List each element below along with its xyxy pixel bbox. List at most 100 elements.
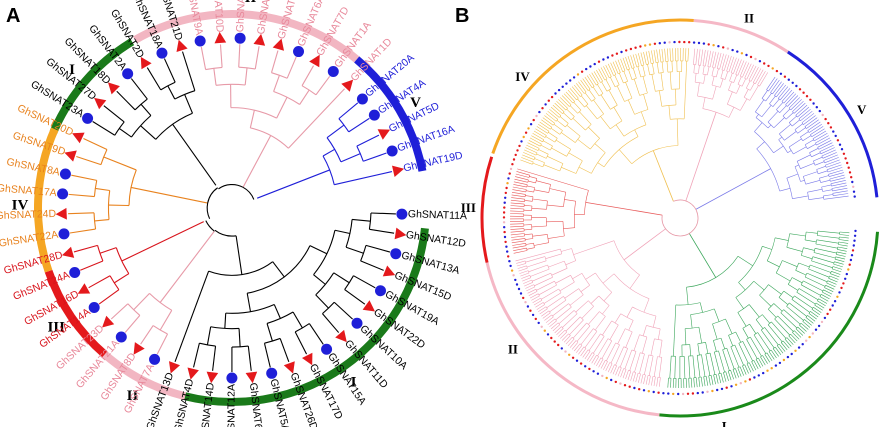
tree-branch bbox=[543, 302, 545, 305]
tree-branch bbox=[163, 58, 176, 83]
tree-branch bbox=[584, 190, 589, 215]
tree-branch bbox=[766, 89, 769, 92]
ring-marker bbox=[638, 388, 641, 391]
tree-branch bbox=[746, 363, 752, 373]
tree-branch bbox=[646, 325, 661, 330]
tree-branch bbox=[643, 51, 647, 65]
leaf-marker-triangle bbox=[394, 227, 407, 240]
tree-branch bbox=[546, 296, 564, 308]
tree-branch bbox=[630, 371, 634, 381]
tree-branch bbox=[561, 132, 576, 143]
ring-marker bbox=[593, 62, 596, 66]
tree-branch bbox=[301, 65, 314, 86]
tree-branch bbox=[572, 101, 575, 104]
tree-branch bbox=[737, 366, 741, 368]
ring-marker bbox=[534, 317, 537, 321]
tree-branch bbox=[565, 91, 575, 102]
leaf-label: GhSNAT24D bbox=[0, 208, 57, 222]
tree-branch bbox=[544, 314, 552, 321]
tree-branch bbox=[816, 165, 826, 170]
clade-arc-ii bbox=[133, 10, 360, 63]
tree-branch bbox=[559, 331, 568, 339]
tree-branch bbox=[510, 228, 525, 230]
tree-branch bbox=[607, 338, 612, 342]
tree-branch bbox=[804, 239, 817, 243]
tree-branch bbox=[804, 319, 812, 326]
ring-marker bbox=[620, 50, 623, 54]
tree-branch bbox=[629, 274, 640, 289]
tree-branch bbox=[767, 110, 779, 123]
tree-branch bbox=[786, 337, 794, 345]
clade-arc bbox=[485, 262, 660, 417]
tree-branch bbox=[795, 262, 799, 271]
tree-branch bbox=[549, 299, 567, 313]
ring-marker bbox=[730, 385, 733, 388]
tree-branch bbox=[803, 247, 815, 251]
tree-branch bbox=[709, 51, 714, 68]
tree-branch bbox=[640, 111, 647, 125]
clade-label: II bbox=[245, 0, 257, 6]
tree-branch bbox=[825, 164, 827, 168]
tree-branch bbox=[564, 330, 567, 333]
ring-marker bbox=[579, 362, 583, 365]
clade-arc-ii bbox=[102, 351, 187, 401]
ring-marker bbox=[818, 109, 821, 113]
tree-branch bbox=[563, 93, 574, 104]
tree-branch bbox=[590, 295, 600, 304]
tree-branch bbox=[565, 260, 576, 266]
ring-marker bbox=[502, 221, 506, 224]
tree-branch bbox=[588, 89, 596, 99]
tree-branch bbox=[545, 113, 557, 122]
tree-branch bbox=[722, 349, 730, 371]
tree-branch bbox=[622, 57, 628, 71]
tree-branch bbox=[694, 73, 697, 83]
tree-branch bbox=[511, 197, 525, 200]
tree-branch bbox=[590, 138, 600, 150]
tree-branch bbox=[510, 207, 524, 210]
tree-branch bbox=[797, 106, 810, 118]
tree-branch bbox=[822, 189, 833, 192]
tree-branch bbox=[512, 245, 527, 249]
tree-branch bbox=[345, 246, 364, 254]
tree-branch bbox=[774, 315, 778, 320]
tree-branch bbox=[309, 245, 328, 255]
tree-branch bbox=[140, 125, 157, 140]
tree-branch bbox=[762, 355, 768, 364]
tree-branch bbox=[556, 100, 567, 111]
tree-branch bbox=[95, 187, 110, 192]
tree-branch bbox=[648, 50, 652, 64]
tree-branch bbox=[770, 79, 780, 93]
tree-branch bbox=[554, 281, 557, 286]
tree-branch bbox=[516, 263, 526, 267]
ring-marker bbox=[568, 353, 571, 356]
tree-branch bbox=[167, 85, 176, 100]
ring-marker bbox=[787, 78, 790, 81]
tree-branch bbox=[808, 268, 830, 278]
tree-branch bbox=[673, 304, 677, 357]
tree-branch bbox=[554, 138, 558, 143]
tree-branch bbox=[563, 335, 571, 343]
tree-branch bbox=[799, 324, 807, 332]
tree-branch bbox=[779, 88, 791, 101]
tree-branch bbox=[576, 97, 579, 101]
tree-branch bbox=[794, 129, 798, 134]
tree-branch bbox=[545, 306, 548, 309]
tree-branch bbox=[788, 335, 796, 344]
ring-marker bbox=[648, 43, 652, 46]
tree-branch bbox=[800, 110, 813, 122]
tree-branch bbox=[817, 300, 826, 307]
tree-branch bbox=[627, 56, 633, 69]
tree-branch bbox=[839, 236, 849, 239]
tree-branch bbox=[99, 247, 117, 254]
tree-branch bbox=[591, 86, 595, 89]
ring-marker bbox=[795, 84, 798, 88]
tree-branch bbox=[737, 255, 753, 267]
tree-branch bbox=[802, 321, 811, 328]
tree-branch bbox=[113, 273, 130, 284]
tree-branch bbox=[524, 200, 533, 202]
tree-branch bbox=[789, 115, 797, 123]
tree-branch bbox=[249, 110, 255, 129]
tree-branch bbox=[558, 99, 568, 109]
tree-branch bbox=[97, 245, 104, 262]
tree-branch bbox=[737, 60, 745, 76]
